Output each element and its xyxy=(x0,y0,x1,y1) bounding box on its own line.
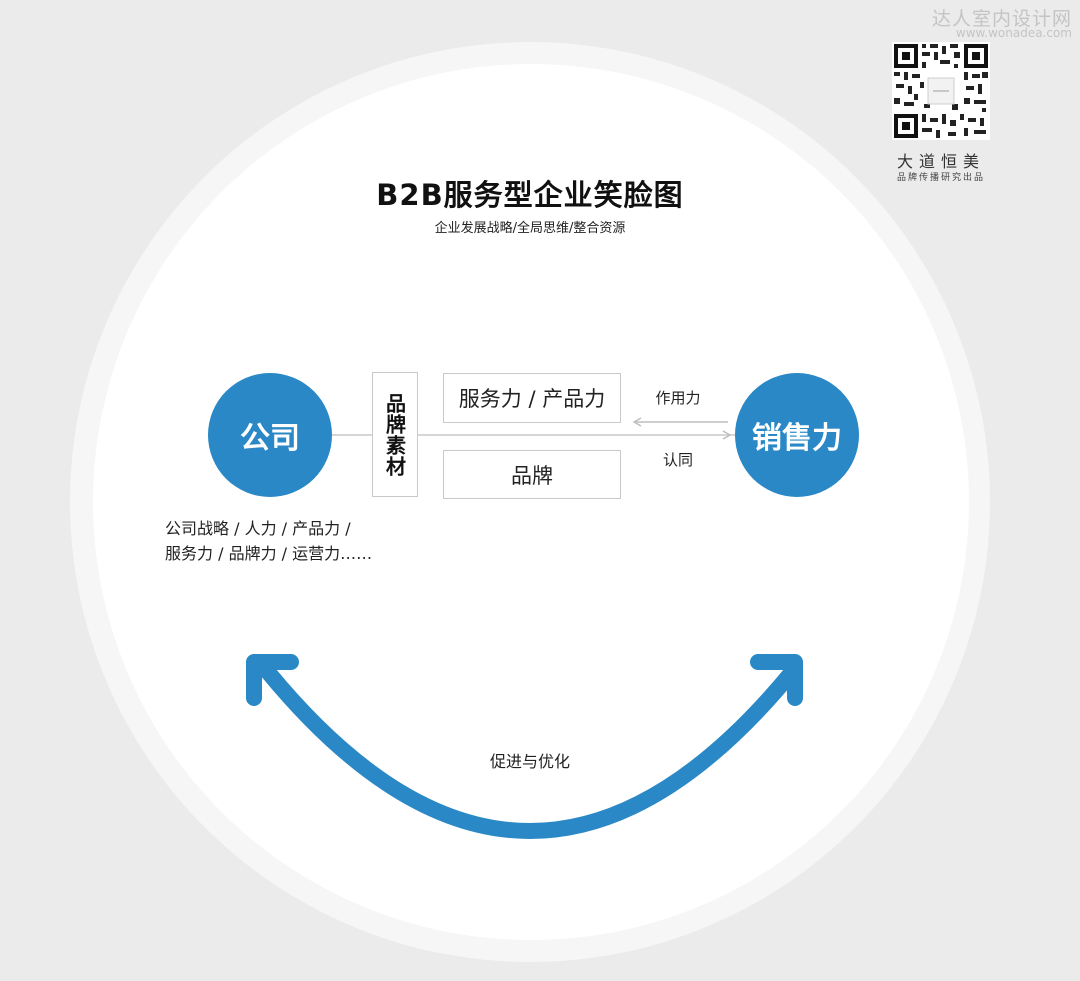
service-product-label: 服务力 / 产品力 xyxy=(458,387,606,411)
node-company: 公司 xyxy=(208,373,332,497)
company-desc-line-2: 服务力 / 品牌力 / 运营力…… xyxy=(165,544,373,563)
service-product-box: 服务力 / 产品力 xyxy=(443,373,621,423)
diagram-subtitle: 企业发展战略/全局思维/整合资源 xyxy=(434,221,626,236)
curved-arrow-icon xyxy=(246,654,803,839)
brand-name: 大道恒美 xyxy=(896,152,985,171)
node-company-label: 公司 xyxy=(240,421,300,456)
diagram-title: B2B服务型企业笑脸图 xyxy=(376,178,684,212)
node-sales-label: 销售力 xyxy=(752,421,842,456)
company-desc-line-1: 公司战略 / 人力 / 产品力 / xyxy=(165,519,351,538)
watermark-site-url: www.wonadea.com xyxy=(955,26,1072,40)
brand-material-label: 品牌素材 xyxy=(382,392,407,477)
qr-code-icon xyxy=(892,42,990,140)
brand-box: 品牌 xyxy=(443,450,621,499)
brand-label: 品牌 xyxy=(511,463,553,488)
node-sales: 销售力 xyxy=(735,373,859,497)
watermark-site-name: 达人室内设计网 xyxy=(931,8,1072,30)
double-arrow-icon xyxy=(632,417,732,440)
brand-material-box: 品牌素材 xyxy=(372,372,418,497)
effect-label: 作用力 xyxy=(655,389,701,407)
recognition-label: 认同 xyxy=(662,451,693,469)
brand-tagline: 品牌传播研究出品 xyxy=(896,173,985,183)
company-description: 公司战略 / 人力 / 产品力 / 服务力 / 品牌力 / 运营力…… xyxy=(165,516,395,566)
smile-label: 促进与优化 xyxy=(489,752,570,771)
inner-disc xyxy=(93,64,969,940)
